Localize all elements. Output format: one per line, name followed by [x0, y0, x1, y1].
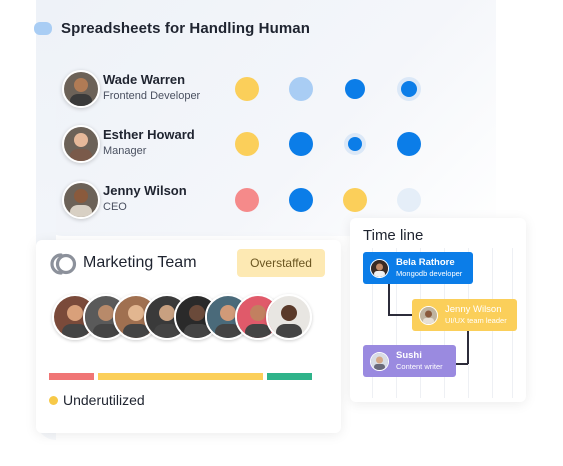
staffing-status-badge[interactable]: Overstaffed [237, 249, 325, 277]
title-accent-pill [34, 22, 52, 35]
skill-level-dot [235, 188, 259, 212]
skill-level-dot [401, 81, 417, 97]
person-name: Jenny Wilson [103, 183, 187, 198]
timeline-item-name: Sushi [396, 350, 422, 361]
timeline-connector [388, 314, 412, 316]
timeline-item[interactable]: Bela Rathore Mongodb developer [363, 252, 473, 284]
timeline-connector [388, 284, 390, 315]
avatar [419, 306, 438, 325]
skill-level-dot [289, 188, 313, 212]
team-title: Marketing Team [83, 254, 197, 271]
timeline-item[interactable]: Jenny Wilson UI/UX team leader [412, 299, 517, 331]
skill-level-dot [289, 77, 313, 101]
skill-level-dot [397, 132, 421, 156]
avatar [370, 259, 389, 278]
timeline-item-role: UI/UX team leader [445, 316, 507, 325]
timeline-title: Time line [363, 227, 424, 244]
page-title: Spreadsheets for Handling Human [61, 20, 310, 37]
utilization-bar-segment [49, 373, 94, 380]
avatar [62, 70, 100, 108]
utilization-bar-segment [98, 373, 263, 380]
timeline-card[interactable]: Time line Bela Rathore Mongodb developer… [350, 218, 526, 402]
timeline-item[interactable]: Sushi Content writer [363, 345, 456, 377]
timeline-item-role: Mongodb developer [396, 269, 463, 278]
team-member-avatar [265, 294, 312, 340]
skill-level-dot [348, 137, 362, 151]
skill-level-dot [235, 77, 259, 101]
legend-label: Underutilized [63, 392, 145, 408]
skill-level-dot [345, 79, 365, 99]
timeline-item-name: Bela Rathore [396, 257, 455, 268]
timeline-connector [456, 363, 468, 365]
person-role: CEO [103, 201, 127, 213]
avatar [62, 181, 100, 219]
person-role: Frontend Developer [103, 90, 201, 102]
skill-level-dot [289, 132, 313, 156]
person-name: Wade Warren [103, 72, 186, 87]
timeline-gridline [372, 248, 373, 398]
timeline-item-name: Jenny Wilson [445, 304, 502, 315]
legend-dot [49, 396, 58, 405]
timeline-gridline [396, 248, 397, 398]
team-logo-icon [49, 252, 79, 281]
timeline-connector [467, 330, 469, 364]
skill-level-dot [397, 188, 421, 212]
team-member-avatars [52, 294, 332, 342]
skill-level-dot [343, 188, 367, 212]
skill-level-dot [235, 132, 259, 156]
avatar [370, 352, 389, 371]
timeline-item-role: Content writer [396, 362, 443, 371]
person-role: Manager [103, 145, 147, 157]
avatar [62, 125, 100, 163]
person-name: Esther Howard [103, 127, 195, 142]
marketing-team-card[interactable]: Marketing Team Overstaffed Underutilized [36, 240, 341, 433]
utilization-bar-segment [267, 373, 312, 380]
